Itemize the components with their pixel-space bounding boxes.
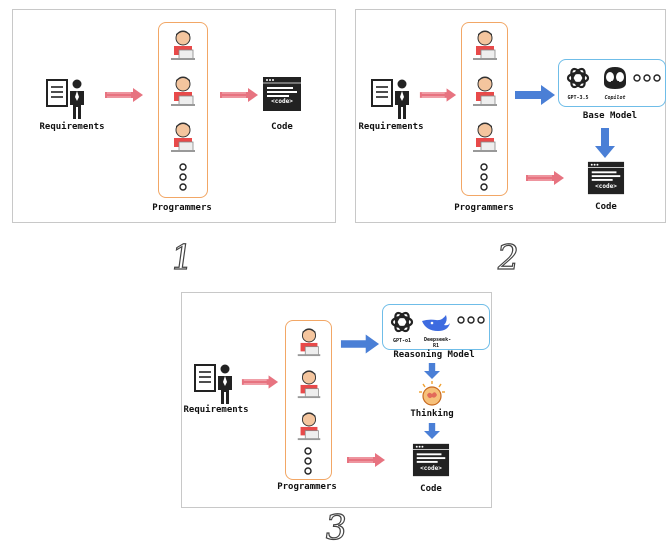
blue-arrow-to-model — [515, 85, 555, 105]
ellipsis-horizontal-icon — [633, 74, 661, 82]
model-box-label: Reasoning Model — [393, 350, 475, 360]
model-name: GPT-3.5 — [567, 95, 589, 101]
step-number-2: 2 — [494, 237, 522, 278]
programmer-avatar — [473, 122, 497, 152]
red-arrow-to-programmers — [105, 88, 143, 102]
programmer-avatar — [171, 76, 195, 106]
red-arrow-to-programmers — [241, 375, 279, 389]
programmers-column — [285, 320, 332, 480]
requirements-label: Requirements — [39, 122, 105, 132]
ellipsis-vertical-icon — [304, 447, 312, 475]
red-arrow-to-code — [347, 453, 385, 467]
programmer-avatar — [297, 370, 321, 399]
step-number-3: 3 — [322, 507, 350, 548]
programmer-avatar — [473, 30, 497, 60]
programmer-avatar — [171, 122, 195, 152]
code-window-icon — [587, 161, 625, 195]
code-tag: <code> — [420, 465, 442, 472]
programmers-column — [461, 22, 508, 196]
requirements-label: Requirements — [183, 405, 249, 415]
model-box-label: Base Model — [582, 111, 638, 121]
thinking-brain-icon — [419, 381, 445, 406]
openai-logo-icon — [390, 311, 414, 333]
programmer-avatar — [171, 30, 195, 60]
ellipsis-horizontal-icon — [457, 316, 485, 324]
red-arrow-to-code — [220, 88, 258, 102]
programmers-label: Programmers — [454, 203, 514, 213]
blue-arrow-down — [424, 423, 440, 439]
step-number-1: 1 — [168, 237, 196, 278]
code-tag: <code> — [271, 98, 293, 105]
code-tag: <code> — [595, 183, 617, 190]
deepseek-whale-icon — [422, 315, 450, 331]
requirements-icon — [194, 364, 232, 404]
programmer-avatar — [297, 328, 321, 357]
openai-logo-icon — [566, 67, 590, 89]
red-arrow-to-programmers — [419, 88, 457, 102]
requirements-icon — [371, 79, 409, 119]
code-label: Code — [271, 122, 293, 132]
programmer-avatar — [473, 76, 497, 106]
code-label: Code — [595, 202, 617, 212]
blue-arrow-to-model — [340, 334, 380, 354]
model-name: Copilot — [604, 95, 626, 101]
programmer-avatar — [297, 412, 321, 441]
model-name: GPT-o1 — [392, 338, 412, 344]
red-arrow-to-code — [526, 171, 564, 185]
ellipsis-vertical-icon — [179, 163, 187, 191]
code-window-icon — [412, 443, 450, 477]
thinking-label: Thinking — [410, 409, 454, 419]
blue-arrow-down — [595, 128, 615, 158]
programmers-label: Programmers — [277, 482, 337, 492]
programmers-label: Programmers — [152, 203, 212, 213]
programmers-column — [158, 22, 208, 198]
requirements-icon — [46, 79, 84, 119]
code-window-icon — [263, 77, 301, 111]
ellipsis-vertical-icon — [480, 163, 488, 191]
model-name: Deepseek-R1 — [424, 337, 452, 349]
code-label: Code — [420, 484, 442, 494]
requirements-label: Requirements — [358, 122, 424, 132]
copilot-logo-icon — [604, 67, 626, 89]
blue-arrow-down — [424, 363, 440, 379]
